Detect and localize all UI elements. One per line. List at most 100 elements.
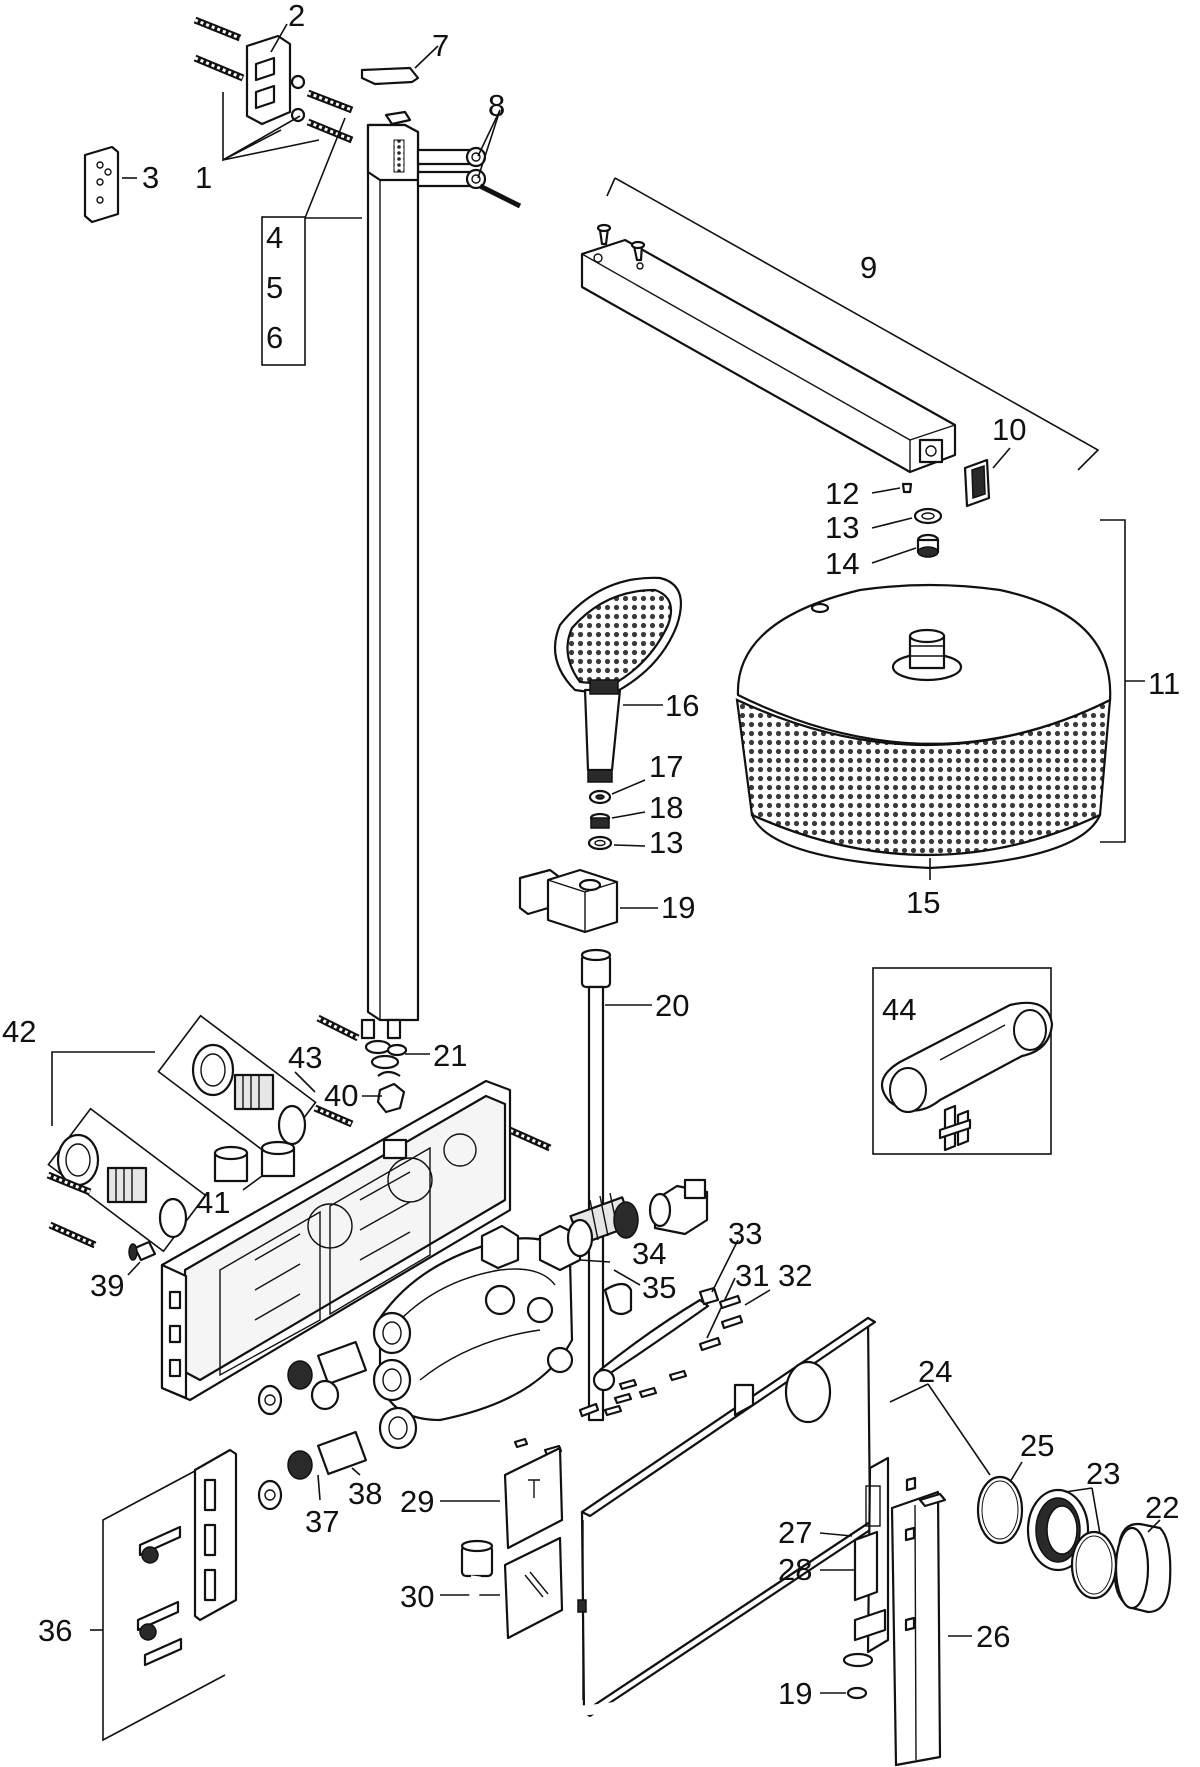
nipple-14 [916,533,940,558]
adapters-41 [213,1140,296,1183]
label-28: 28 [778,1552,812,1587]
label-5: 5 [266,270,283,305]
screw [48,1221,97,1249]
connection-hoses [416,146,522,209]
shower-hose [580,948,612,1422]
label-18: 18 [649,790,683,825]
riser-pipe [366,110,420,1022]
screw-12 [901,482,913,494]
label-19a: 19 [661,890,695,925]
o-ring-25 [976,1475,1024,1545]
screw [193,16,242,42]
label-31: 31 [735,1258,769,1293]
label-13a: 13 [825,510,859,545]
label-42: 42 [2,1014,36,1049]
label-13b: 13 [649,825,683,860]
screw [46,1171,92,1196]
screw [316,1014,360,1042]
box-44 [872,967,1052,1155]
mounting-template-44 [880,1001,1054,1152]
cover-profile-26 [890,1476,947,1767]
flow-limiter-18 [589,812,611,829]
bracket-plate-holes [96,161,112,204]
small-screws [513,1294,744,1457]
screw [306,118,354,144]
lower-hose [460,1539,764,1718]
label-43: 43 [288,1040,322,1075]
label-38: 38 [348,1476,382,1511]
label-7: 7 [432,28,449,63]
screw [313,1104,354,1128]
label-39: 39 [90,1268,124,1303]
clip-40 [376,1070,406,1114]
label-1: 1 [195,160,212,195]
washer [290,74,306,90]
label-37: 37 [305,1504,339,1539]
stop-39 [128,1240,157,1262]
screw [193,54,245,82]
label-26: 26 [976,1619,1010,1654]
label-10: 10 [992,412,1026,447]
label-40: 40 [324,1078,358,1113]
label-4: 4 [266,220,283,255]
screw [306,89,354,114]
overhead-shower [735,583,1112,870]
washer-13b [587,835,613,851]
label-12: 12 [825,476,859,511]
label-29: 29 [400,1484,434,1519]
label-24: 24 [918,1354,952,1389]
riser-bottom-nuts [360,1018,408,1070]
label-32: 32 [778,1258,812,1293]
thermostat-body [372,1224,582,1450]
washer-19b [846,1686,868,1700]
riser-top-cap [360,66,420,86]
washer-13 [913,507,943,525]
label-8: 8 [488,88,505,123]
thermostat-cartridge [566,1178,709,1258]
label-11: 11 [1148,666,1180,701]
connector-set-42 [47,1014,317,1253]
label-36: 36 [38,1613,72,1648]
wall-bracket [245,34,292,126]
valve-set-36 [136,1448,238,1667]
wall-box [160,1079,512,1402]
clip-35 [603,1282,633,1316]
label-15: 15 [906,885,940,920]
label-9: 9 [860,250,877,285]
label-21: 21 [433,1038,467,1073]
push-button-29 [503,1446,564,1550]
label-20: 20 [655,988,689,1023]
label-6: 6 [266,320,283,355]
label-34: 34 [632,1236,666,1271]
end-cap-10 [963,458,991,508]
label-27: 27 [778,1515,812,1550]
label-2: 2 [288,0,305,33]
label-19b: 19 [778,1676,812,1711]
label-33: 33 [728,1216,762,1251]
label-23: 23 [1086,1456,1120,1491]
label-44: 44 [882,992,916,1027]
push-button-30 [503,1536,564,1640]
adapter-ring-23 [1026,1488,1118,1600]
hand-shower [553,576,682,783]
wall-screws-group [193,16,354,144]
label-22: 22 [1145,1490,1179,1525]
label-16: 16 [665,688,699,723]
shower-arm [580,223,957,474]
label-41: 41 [196,1185,230,1220]
label-17: 17 [649,749,683,784]
screw [503,1124,552,1152]
hand-shower-holder [518,868,619,934]
lever-rod [592,1286,720,1392]
mounting-rail-27 [842,1456,890,1668]
label-14: 14 [825,546,859,581]
label-box-4-5-6 [261,216,306,366]
control-knob-22 [1113,1522,1172,1614]
label-30: 30 [400,1579,434,1614]
label-3: 3 [142,160,159,195]
front-panel [577,1316,878,1718]
label-25: 25 [1020,1428,1054,1463]
label-35: 35 [642,1270,676,1305]
check-valves [257,1340,368,1511]
